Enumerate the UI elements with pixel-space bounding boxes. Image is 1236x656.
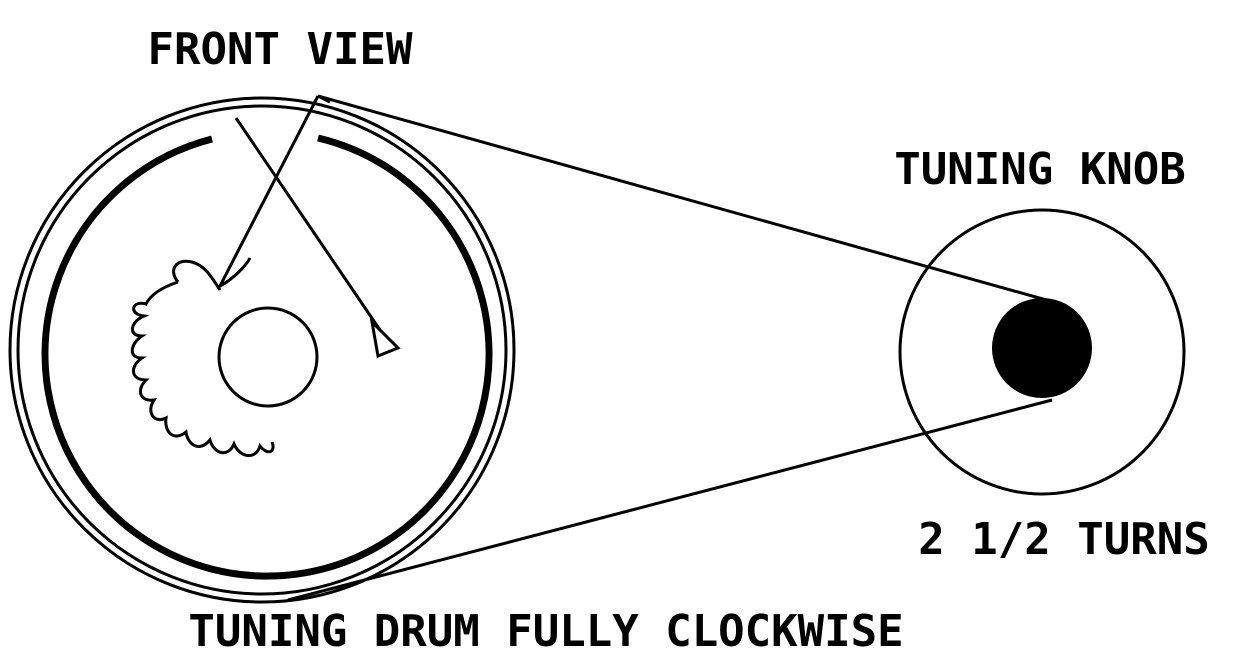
drum-groove (41, 134, 493, 580)
cord-upper (317, 94, 1051, 303)
spring-coil (130, 280, 275, 457)
dial-cord-outer (287, 94, 1053, 602)
tuning-knob (898, 208, 1186, 496)
cord-lower (287, 398, 1053, 602)
cord-upper-rim (317, 94, 331, 104)
front-view-label: FRONT VIEW (148, 24, 413, 75)
drum-outer-rim (8, 96, 516, 604)
spring-hook (172, 259, 222, 291)
dial-cord-inner (216, 95, 401, 359)
cord-anchor-triangle (369, 317, 401, 359)
drum-hub (217, 306, 319, 408)
knob-outline (898, 208, 1186, 496)
tuning-drum (8, 96, 516, 604)
turns-label: 2 1/2 TURNS (918, 514, 1209, 565)
cord-to-spring (216, 95, 320, 290)
knob-shaft (992, 298, 1092, 398)
tension-spring (130, 259, 275, 457)
drum-position-label: TUNING DRUM FULLY CLOCKWISE (188, 606, 903, 656)
drum-inner-rim (16, 104, 508, 596)
cord-to-anchor (234, 117, 382, 331)
tuning-knob-label: TUNING KNOB (894, 144, 1185, 195)
